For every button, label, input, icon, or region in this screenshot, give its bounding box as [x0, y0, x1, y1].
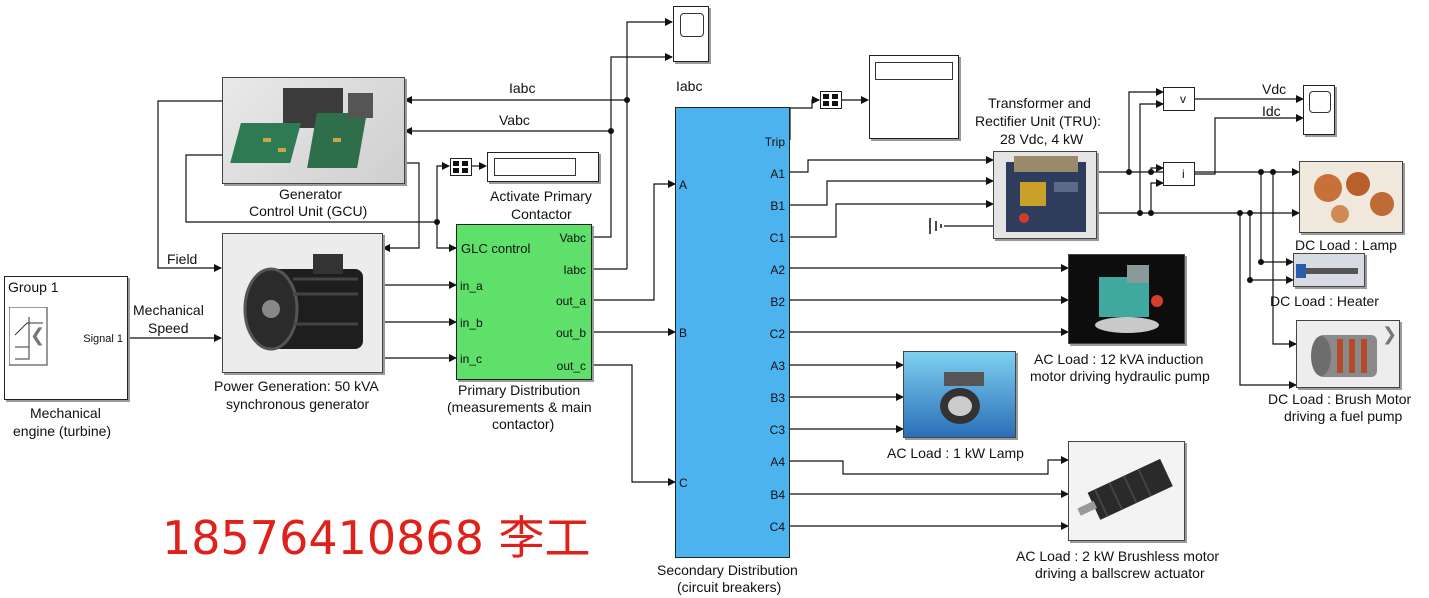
mux-block-trip[interactable]	[820, 91, 842, 109]
port-b4: B4	[770, 488, 785, 502]
port-out-b: out_b	[555, 326, 586, 340]
generator-label-2: synchronous generator	[226, 396, 370, 412]
activate-display-block[interactable]	[487, 152, 599, 182]
brush-motor-image	[1311, 335, 1377, 377]
dc-heater-block[interactable]	[1293, 253, 1365, 287]
dc-lamp-block[interactable]	[1299, 161, 1403, 233]
primary-label-3: contactor)	[492, 416, 555, 432]
group-title: Group 1	[8, 279, 59, 295]
port-c3: C3	[769, 423, 785, 437]
scope-iabc-label: Iabc	[676, 78, 703, 94]
chevron-left-icon[interactable]: ❮	[30, 325, 46, 345]
generator-label-1: Power Generation: 50 kVA	[214, 378, 379, 394]
gcu-label-1: Generator	[279, 186, 343, 202]
port-out-a: out_a	[555, 294, 586, 308]
port-iabc: Iabc	[563, 263, 586, 277]
dc-motor-label-2: driving a fuel pump	[1284, 408, 1403, 424]
mech-speed-label-1: Mechanical	[133, 302, 204, 318]
ac-bldc-label-2: driving a ballscrew actuator	[1035, 565, 1205, 581]
port-a3: A3	[770, 359, 785, 373]
contact-watermark: 18576410868 李工	[162, 511, 591, 565]
port-a1: A1	[770, 167, 785, 181]
mechanical-engine-block[interactable]: Group 1 Signal 1	[4, 276, 128, 400]
mech-engine-label-2: engine (turbine)	[13, 423, 112, 439]
field-signal-label: Field	[167, 251, 198, 267]
port-in-a: in_a	[460, 279, 483, 293]
signal-port-label: Signal 1	[83, 333, 123, 345]
signal-builder-icon	[9, 307, 48, 366]
port-b1: B1	[770, 199, 785, 213]
secondary-label-2: (circuit breakers)	[677, 579, 782, 595]
ac-lamp-block[interactable]	[903, 351, 1016, 438]
circuit-board-image	[230, 88, 373, 168]
vdc-signal-label: Vdc	[1262, 81, 1287, 97]
secondary-distribution-block[interactable]: A B C Trip A1 B1 C1 A2 B2 C2 A3 B3 C3 A4…	[675, 107, 790, 558]
scope-vdc-block[interactable]	[1303, 85, 1335, 135]
gcu-block[interactable]	[222, 77, 405, 184]
primary-label-2: (measurements & main	[447, 399, 592, 415]
port-vabc: Vabc	[559, 231, 586, 245]
current-measurement-block[interactable]: i	[1163, 162, 1195, 186]
dc-motor-block[interactable]	[1296, 320, 1400, 388]
mux-icon	[453, 161, 468, 173]
primary-label-1: Primary Distribution	[458, 382, 581, 398]
port-in-c: in_c	[460, 352, 483, 366]
port-c4: C4	[769, 520, 785, 534]
port-in-b: in_b	[460, 316, 483, 330]
dc-heater-label: DC Load : Heater	[1270, 293, 1379, 309]
tru-label-1: Transformer and	[988, 95, 1091, 111]
bldc-motor-image	[1077, 458, 1173, 520]
gcu-label-2: Control Unit (GCU)	[249, 203, 368, 219]
generator-block[interactable]	[222, 233, 383, 373]
port-trip: Trip	[764, 135, 785, 149]
v-meas-label: v	[1180, 92, 1186, 106]
ac-induction-label-2: motor driving hydraulic pump	[1030, 368, 1210, 384]
voltage-measurement-block[interactable]: v	[1163, 87, 1195, 111]
ac-bldc-label-1: AC Load : 2 kW Brushless motor	[1016, 548, 1220, 564]
tru-label-3: 28 Vdc, 4 kW	[1000, 131, 1084, 147]
port-out-c: out_c	[556, 359, 586, 373]
port-b2: B2	[770, 295, 785, 309]
port-b: B	[679, 326, 688, 340]
port-a4: A4	[770, 455, 785, 469]
activate-label-1: Activate Primary	[490, 188, 592, 204]
idc-signal-label: Idc	[1262, 103, 1281, 119]
port-a2: A2	[770, 263, 785, 277]
dc-lamp-label: DC Load : Lamp	[1295, 237, 1397, 253]
ac-induction-label-1: AC Load : 12 kVA induction	[1034, 351, 1204, 367]
port-a: A	[679, 178, 688, 192]
port-c: C	[679, 476, 688, 490]
ac-lamp-label: AC Load : 1 kW Lamp	[887, 445, 1024, 461]
trip-display-block[interactable]	[869, 55, 959, 139]
tru-block[interactable]	[993, 151, 1097, 239]
activate-label-2: Contactor	[511, 206, 572, 222]
scope-iabc-block[interactable]	[673, 6, 709, 62]
mech-engine-label-1: Mechanical	[30, 405, 101, 421]
iabc-signal-label: Iabc	[509, 80, 536, 96]
tru-image	[1006, 156, 1086, 232]
port-c2: C2	[769, 327, 785, 341]
vabc-signal-label: Vabc	[499, 112, 530, 128]
i-meas-label: i	[1182, 167, 1185, 181]
ac-induction-block[interactable]	[1068, 254, 1185, 344]
ac-lamp-image	[940, 372, 984, 424]
ac-bldc-block[interactable]	[1068, 441, 1185, 541]
induction-motor-image	[1095, 265, 1163, 333]
mux-icon	[823, 94, 838, 106]
secondary-label-1: Secondary Distribution	[657, 562, 798, 578]
port-glc-control: GLC control	[461, 241, 531, 256]
port-b3: B3	[770, 391, 785, 405]
port-c1: C1	[769, 231, 785, 245]
mux-block-activate[interactable]	[450, 158, 472, 176]
tru-label-2: Rectifier Unit (TRU):	[975, 113, 1102, 129]
mech-speed-label-2: Speed	[148, 320, 189, 336]
heater-image	[1296, 264, 1358, 278]
chevron-right-icon[interactable]: ❯	[1382, 324, 1398, 344]
ground-icon	[929, 218, 942, 234]
primary-distribution-block[interactable]: GLC control in_a in_b in_c Vabc Iabc out…	[456, 224, 592, 380]
dc-motor-label-1: DC Load : Brush Motor	[1268, 391, 1412, 407]
lamp-bulbs-image	[1314, 172, 1394, 223]
generator-image	[243, 254, 363, 351]
